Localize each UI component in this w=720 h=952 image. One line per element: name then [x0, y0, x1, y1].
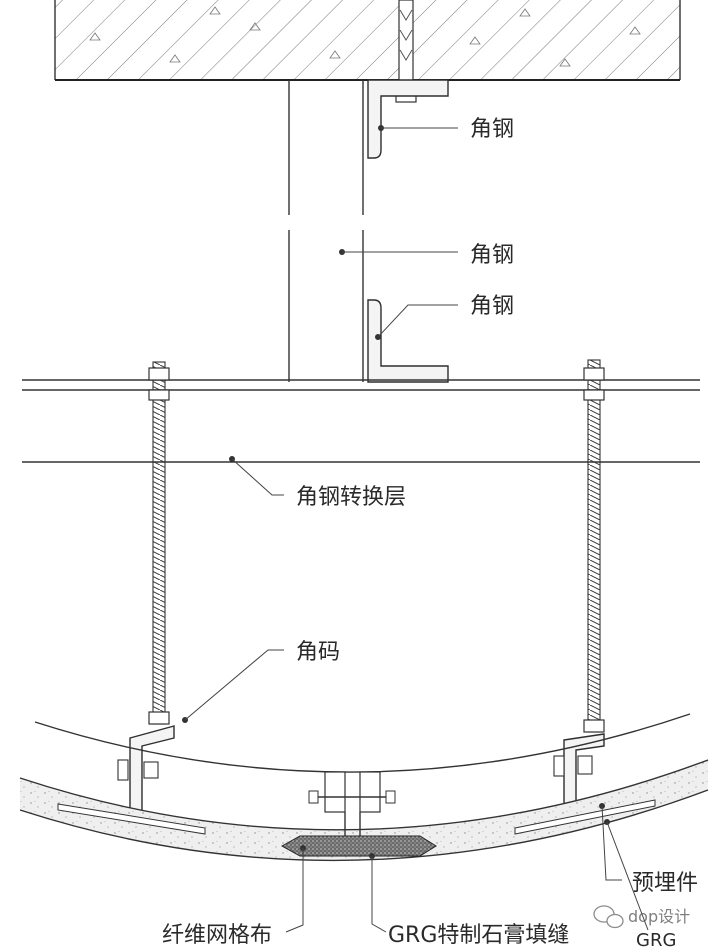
- bracket-bolt-left: [117, 759, 159, 781]
- label-embedded-part: 预埋件: [632, 871, 698, 896]
- label-grg: GRG: [636, 930, 676, 951]
- label-angle-steel-mid: 角钢: [470, 243, 514, 268]
- threaded-rod-right: [583, 359, 605, 733]
- vertical-steel-member: [287, 80, 365, 382]
- concrete-slab: [54, 0, 681, 81]
- lower-angle-steel: [367, 299, 449, 383]
- grg-curved-panel: [19, 713, 709, 862]
- grg-gypsum-filler: [280, 835, 437, 857]
- wechat-icon: [593, 905, 624, 929]
- bracket-bolt-right: [553, 755, 593, 777]
- watermark-text: dop设计: [628, 907, 690, 926]
- label-angle-steel-top: 角钢: [470, 117, 514, 142]
- panel-joint-connection: [308, 771, 396, 839]
- label-fiber-mesh: 纤维网格布: [162, 923, 272, 948]
- label-angle-bracket: 角码: [296, 640, 340, 665]
- watermark: dop设计: [593, 905, 690, 929]
- threaded-rod-left: [148, 361, 170, 725]
- top-angle-steel: [367, 79, 449, 159]
- label-transfer-layer: 角钢转换层: [296, 485, 406, 510]
- label-angle-steel-low: 角钢: [470, 294, 514, 319]
- label-grg-filler: GRG特制石膏填缝: [388, 923, 569, 948]
- leader-lines: [182, 125, 649, 933]
